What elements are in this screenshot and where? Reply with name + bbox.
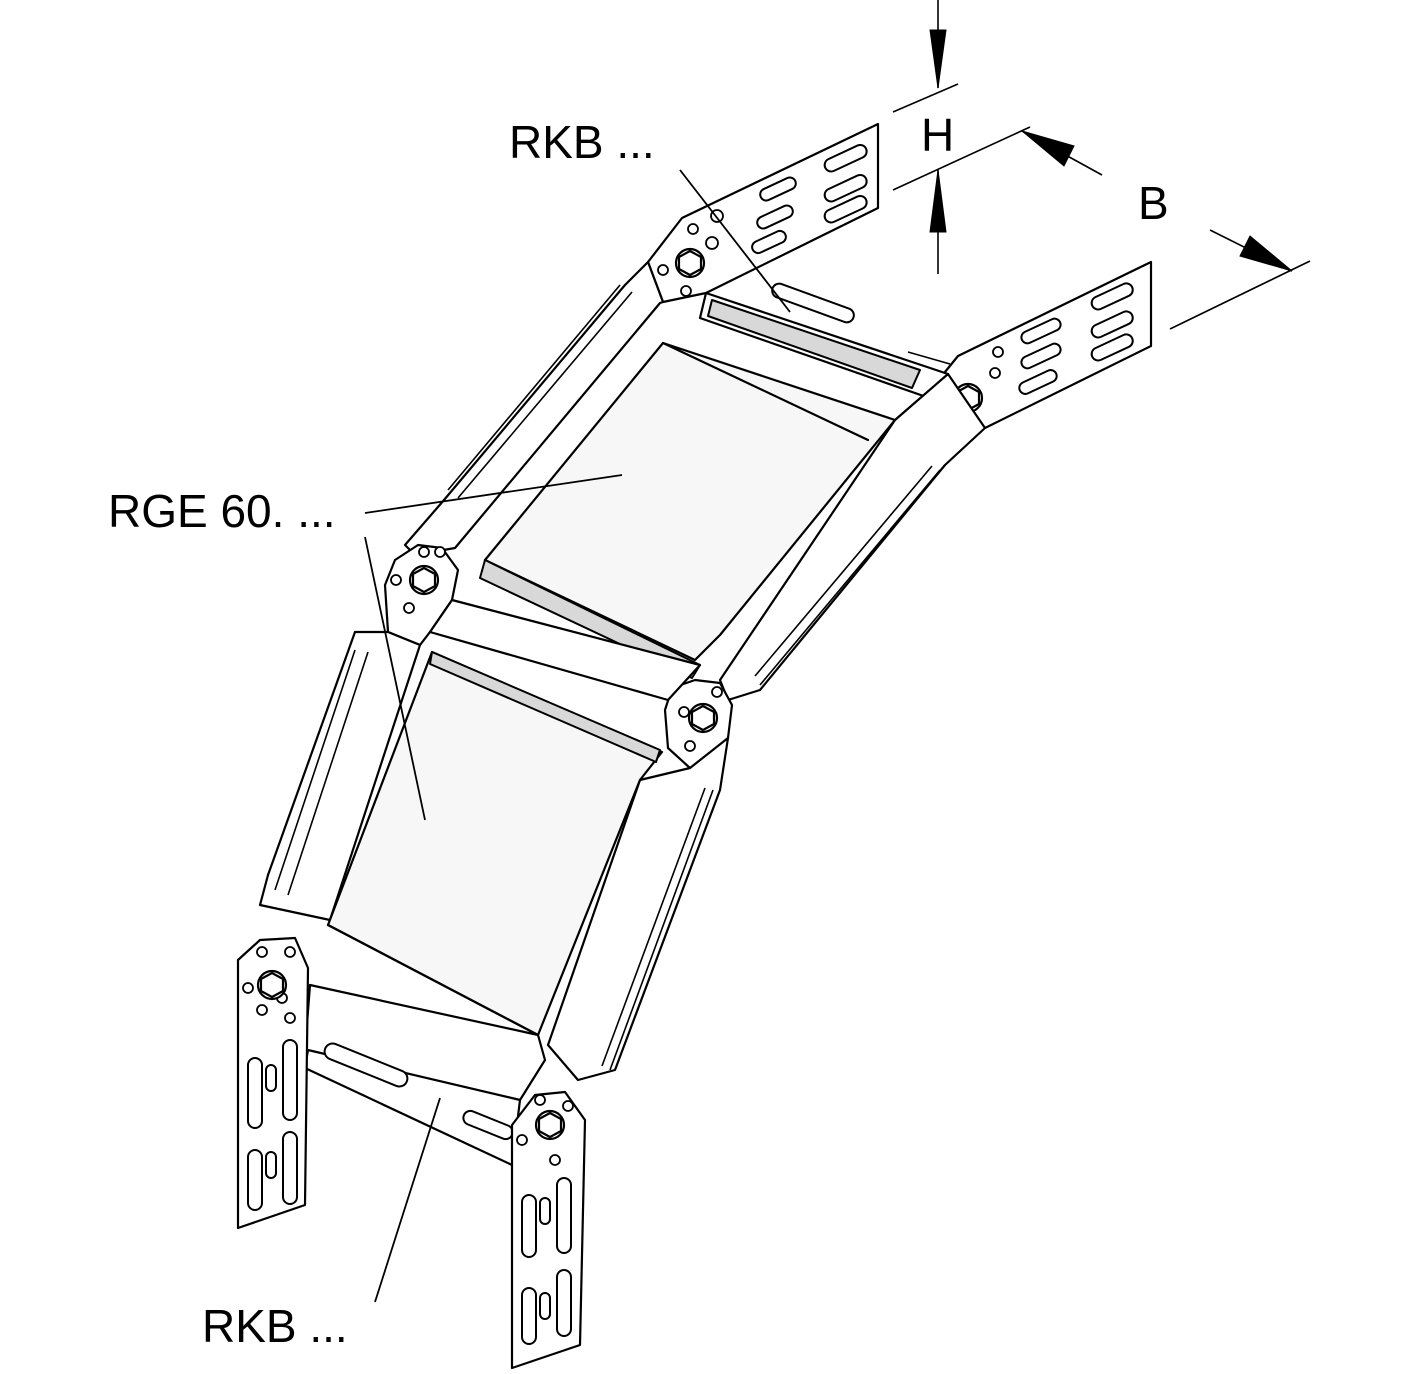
leader-rkb-top [679,169,791,313]
label-rkb-bottom: RKB ... [202,1300,348,1352]
joint-plate-middle-left [383,543,460,647]
side-rail-upper-inner [718,372,987,702]
label-dimension-h: H [921,109,955,161]
connector-plate-bottom-left [236,936,310,1230]
label-dimension-b: B [1138,177,1169,229]
dim-b-arrow-upper [1021,130,1075,167]
leader-rge-lower [364,536,426,821]
connector-plate-top-right [943,260,1153,432]
connector-plate-top-left [646,122,880,304]
leader-rge-upper [364,474,623,514]
leader-lines [364,169,791,1303]
joint-plate-middle-right [663,678,734,770]
dim-h-arrow-up [929,169,947,233]
leader-rkb-bottom [374,1097,441,1303]
rung-top [698,282,951,402]
rung-bottom [303,983,547,1167]
rung-middle [428,598,702,702]
dim-h-arrow-down [929,29,947,89]
side-rail-lower-inner [546,736,730,1082]
connector-plate-bottom-right [510,1090,587,1370]
sheet-panel-upper [479,341,897,679]
label-rkb-top: RKB ... [509,116,655,168]
sheet-panel-lower [326,650,664,1037]
dimension-h [892,0,1031,274]
dimension-b [1021,130,1311,330]
dim-b-arrow-lower [1239,235,1293,272]
label-rge: RGE 60. ... [108,485,336,537]
